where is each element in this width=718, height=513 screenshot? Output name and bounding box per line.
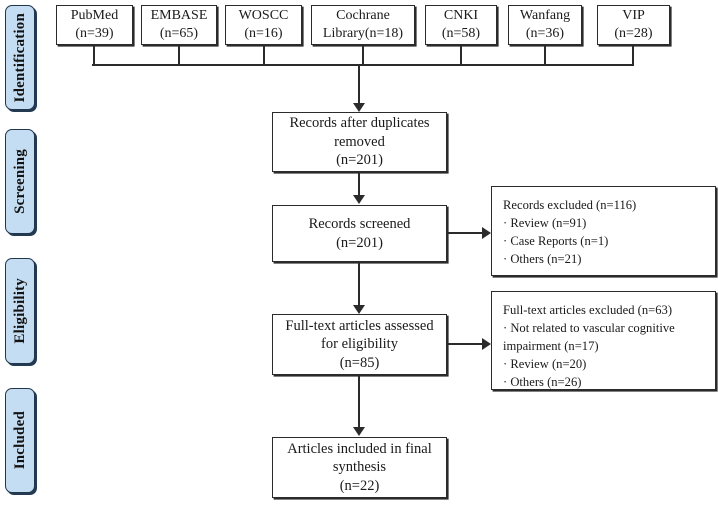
- step-box-fulltext-assessed: Full-text articles assessed for eligibil…: [272, 314, 447, 375]
- connector-fulltext-to-excluded: [447, 343, 485, 345]
- duplicates-line-2: removed: [334, 133, 385, 150]
- source-box-cnki: CNKI (n=58): [425, 5, 497, 45]
- stage-label-screening-text: Screening: [11, 149, 28, 214]
- source-box-vip: VIP (n=28): [597, 5, 670, 45]
- source-cnki-count: (n=58): [441, 26, 481, 41]
- source-embase-count: (n=65): [159, 26, 199, 41]
- arrow-into-records-excluded: [482, 227, 491, 239]
- connector-bus-to-duplicates: [358, 64, 360, 104]
- source-cochrane-count: Library(n=18): [322, 26, 404, 41]
- source-vip-name: VIP: [622, 8, 645, 24]
- connector-screened-to-fulltext: [358, 262, 360, 306]
- source-pubmed-count: (n=39): [75, 26, 114, 41]
- stage-label-identification: Identification: [5, 5, 35, 110]
- connector-wanfang-stem: [544, 45, 546, 65]
- connector-woscc-stem: [263, 45, 265, 65]
- arrow-into-records-screened: [353, 195, 365, 204]
- fulltext-count: (n=85): [339, 354, 380, 371]
- source-box-woscc: WOSCC (n=16): [225, 5, 302, 45]
- step-box-records-after-duplicates: Records after duplicates removed (n=201): [272, 112, 447, 172]
- stage-label-screening: Screening: [5, 129, 35, 234]
- included-line-2: synthesis: [332, 459, 387, 476]
- source-box-embase: EMBASE (n=65): [141, 5, 217, 45]
- screened-count: (n=201): [336, 234, 383, 251]
- connector-embase-stem: [178, 45, 180, 65]
- stage-label-eligibility-text: Eligibility: [11, 278, 28, 344]
- connector-cnki-stem: [460, 45, 462, 65]
- included-count: (n=22): [339, 477, 380, 494]
- source-vip-count: (n=28): [614, 26, 653, 41]
- source-woscc-name: WOSCC: [238, 8, 289, 24]
- fulltext-excluded-reason-2: · Review (n=20): [503, 356, 587, 371]
- connector-duplicates-to-screened: [358, 172, 360, 196]
- arrow-into-included-final: [353, 427, 365, 436]
- connector-collector-bus: [92, 64, 634, 66]
- fulltext-line-2: for eligibility: [321, 336, 398, 353]
- arrow-into-fulltext-assessed: [353, 305, 365, 314]
- fulltext-line-1: Full-text articles assessed: [285, 317, 434, 334]
- connector-vip-stem: [632, 45, 634, 65]
- stage-label-included-text: Included: [11, 411, 28, 470]
- stage-label-identification-text: Identification: [11, 12, 28, 103]
- arrow-into-fulltext-excluded: [482, 338, 491, 350]
- source-pubmed-name: PubMed: [70, 8, 119, 24]
- arrow-into-duplicates-box: [353, 103, 365, 112]
- source-box-cochrane-library: Cochrane Library(n=18): [311, 5, 415, 45]
- screened-line-1: Records screened: [308, 215, 411, 232]
- exclusion-box-fulltext-excluded: Full-text articles excluded (n=63) · Not…: [491, 291, 716, 390]
- stage-label-eligibility: Eligibility: [5, 258, 35, 364]
- source-wanfang-count: (n=36): [525, 26, 565, 41]
- records-excluded-reason-1: · Review (n=91): [503, 215, 587, 230]
- step-box-articles-included-final: Articles included in final synthesis (n=…: [272, 437, 447, 498]
- records-excluded-reason-3: · Others (n=21): [503, 251, 582, 266]
- source-cnki-name: CNKI: [443, 8, 479, 24]
- fulltext-excluded-reason-3: · Others (n=26): [503, 374, 582, 389]
- fulltext-excluded-reason-1: · Not related to vascular cognitive: [503, 320, 675, 335]
- source-cochrane-name: Cochrane: [336, 8, 390, 24]
- stage-label-included: Included: [5, 388, 35, 493]
- source-woscc-count: (n=16): [244, 26, 283, 41]
- source-box-wanfang: Wanfang (n=36): [508, 5, 582, 45]
- fulltext-excluded-header: Full-text articles excluded (n=63): [503, 303, 673, 317]
- connector-screened-to-excluded: [447, 232, 485, 234]
- connector-pubmed-stem: [93, 45, 95, 65]
- duplicates-line-1: Records after duplicates: [289, 115, 430, 132]
- source-box-pubmed: PubMed (n=39): [56, 5, 133, 45]
- connector-cochrane-stem: [362, 45, 364, 65]
- connector-fulltext-to-included: [358, 375, 360, 428]
- records-excluded-reason-2: · Case Reports (n=1): [503, 233, 609, 248]
- exclusion-box-records-excluded: Records excluded (n=116) · Review (n=91)…: [491, 186, 716, 276]
- step-box-records-screened: Records screened (n=201): [272, 205, 447, 262]
- fulltext-excluded-reason-1-cont: impairment (n=17): [503, 338, 599, 353]
- source-embase-name: EMBASE: [150, 8, 208, 24]
- duplicates-count: (n=201): [336, 152, 383, 169]
- included-line-1: Articles included in final: [287, 440, 432, 457]
- source-wanfang-name: Wanfang: [519, 8, 571, 24]
- records-excluded-header: Records excluded (n=116): [503, 198, 637, 212]
